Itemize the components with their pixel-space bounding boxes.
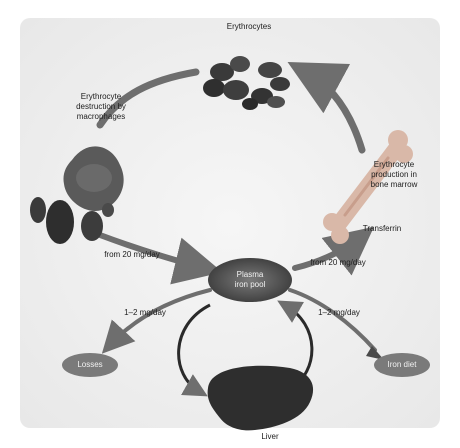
plasma-label-line1: Plasma [215, 270, 285, 280]
flow-to-marrow: from 20 mg/day [298, 258, 378, 268]
flow-from-macrophages: from 20 mg/day [92, 250, 172, 260]
destruction-label-line3: macrophages [66, 112, 136, 122]
production-label-line3: bone marrow [362, 180, 426, 190]
flow-loss-rate: 1–2 mg/day [110, 308, 180, 318]
plasma-label-line2: iron pool [215, 280, 285, 290]
production-label-line2: production in [362, 170, 426, 180]
destruction-label-line2: destruction by [66, 102, 136, 112]
liver-label: Liver [250, 432, 290, 442]
flow-diet-rate: 1–2 mg/day [304, 308, 374, 318]
production-label-line1: Erythrocyte [362, 160, 426, 170]
transferrin-label: Transferrin [352, 224, 412, 234]
iron-diet-label: Iron diet [374, 360, 430, 370]
losses-label: Losses [62, 360, 118, 370]
erythrocytes-label: Erythrocytes [214, 22, 284, 32]
destruction-label-line1: Erythrocyte [66, 92, 136, 102]
